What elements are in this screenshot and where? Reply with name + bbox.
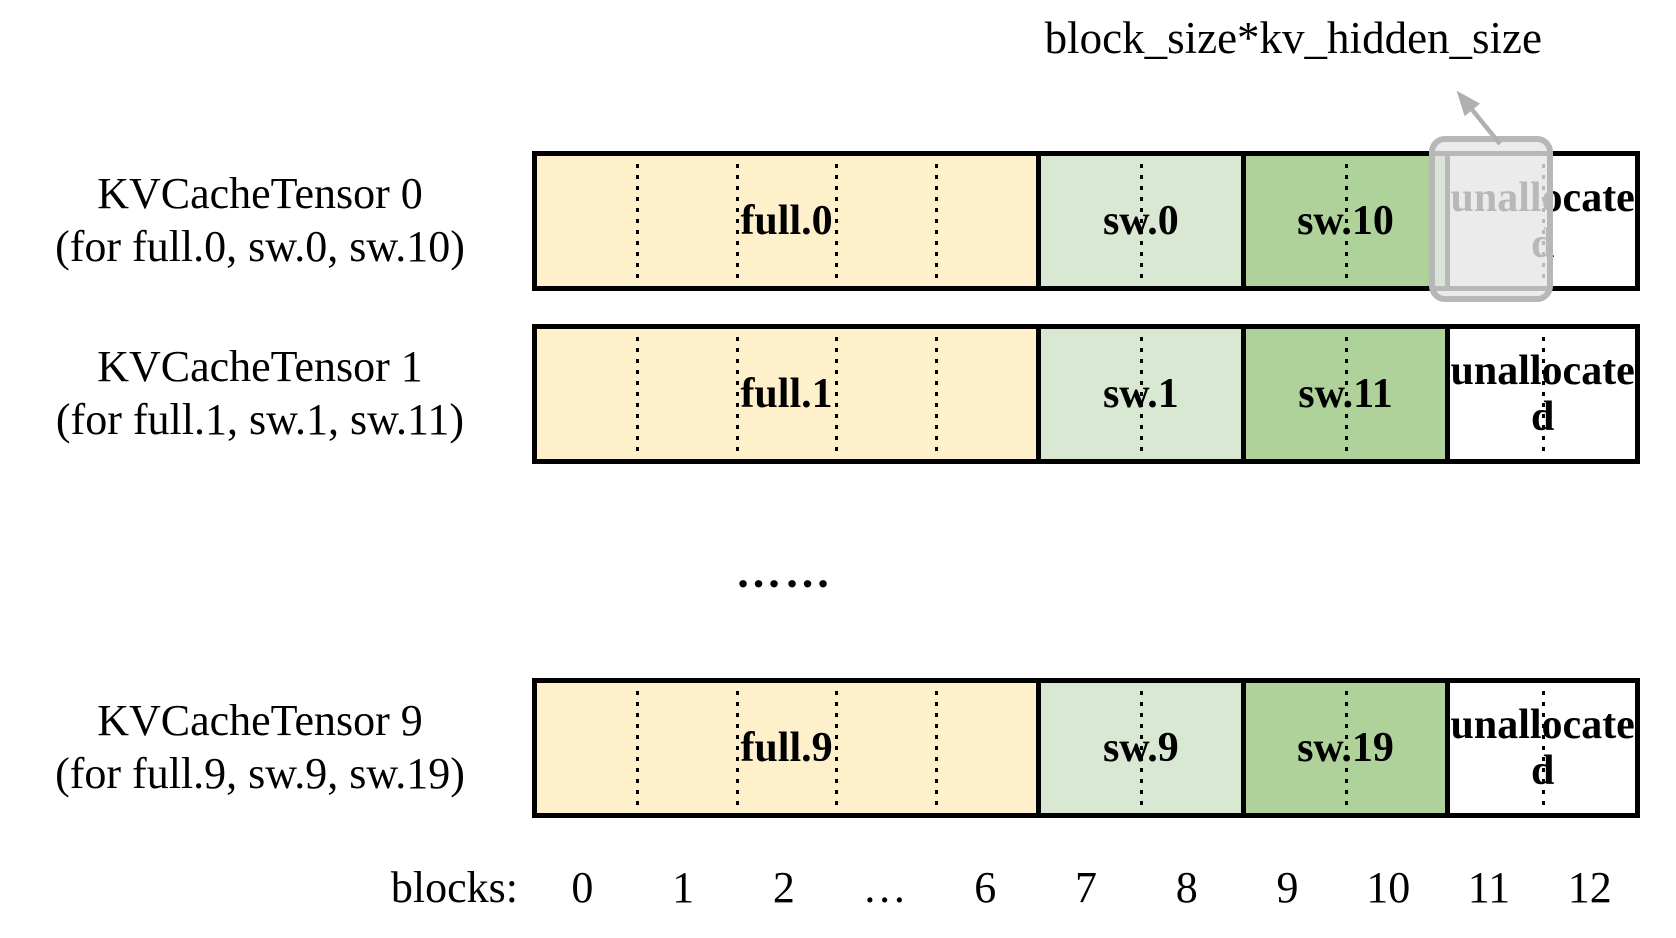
block-divider [935,337,939,451]
segment-sw-early: sw.0 [1036,156,1241,286]
row-subtitle: (for full.0, sw.0, sw.10) [55,222,465,271]
segment-sw-late: sw.19 [1240,683,1446,813]
axis-tick: 7 [1075,862,1098,912]
block-divider [635,337,639,451]
segment-sw-late: sw.10 [1240,156,1446,286]
axis-tick: 0 [571,862,594,912]
segment-sw-early: sw.1 [1036,329,1241,459]
separator-ellipsis: …… [735,546,834,597]
block-divider [835,337,839,451]
block-size-annotation: block_size*kv_hidden_size [1044,13,1542,63]
row-subtitle: (for full.1, sw.1, sw.11) [55,395,465,444]
block-divider [935,164,939,278]
block-divider [1344,164,1348,278]
segment-unallocated: unallocated [1445,683,1635,813]
segment-full: full.1 [537,329,1037,459]
row-label-tensor-1: KVCacheTensor 1 (for full.1, sw.1, sw.11… [14,324,506,464]
row-title: KVCacheTensor 9 [97,696,423,746]
block-divider [1139,337,1143,451]
highlighted-block-outline [1429,136,1553,302]
axis-tick: 2 [772,862,795,912]
row-title: KVCacheTensor 0 [97,169,423,219]
block-divider [935,691,939,805]
segment-label: full.9 [740,724,833,771]
kv-cache-bar-9: full.9 sw.9 sw.19 unallocated [532,678,1640,818]
block-divider [1139,691,1143,805]
block-divider [735,164,739,278]
block-divider [1344,337,1348,451]
segment-sw-late: sw.11 [1240,329,1446,459]
block-divider [735,337,739,451]
row-label-tensor-9: KVCacheTensor 9 (for full.9, sw.9, sw.19… [14,678,506,818]
block-divider [835,164,839,278]
axis-tick: … [862,862,907,912]
segment-label: full.0 [740,197,833,244]
blocks-axis-label: blocks: [390,862,518,912]
block-divider [735,691,739,805]
axis-tick: 9 [1276,862,1299,912]
block-divider [1541,337,1545,451]
axis-tick: 12 [1567,862,1612,912]
axis-tick: 1 [672,862,695,912]
segment-sw-early: sw.9 [1036,683,1241,813]
block-divider [835,691,839,805]
axis-tick: 6 [974,862,997,912]
blocks-axis: 0 1 2 … 6 7 8 9 10 11 12 [532,852,1640,922]
row-label-tensor-0: KVCacheTensor 0 (for full.0, sw.0, sw.10… [14,151,506,291]
segment-full: full.9 [537,683,1037,813]
row-title: KVCacheTensor 1 [97,342,423,392]
segment-unallocated: unallocated [1445,329,1635,459]
segment-full: full.0 [537,156,1037,286]
block-divider [635,164,639,278]
segment-label: full.1 [740,370,833,417]
block-divider [1541,691,1545,805]
axis-tick: 8 [1175,862,1198,912]
block-divider [1344,691,1348,805]
axis-tick: 10 [1366,862,1411,912]
row-subtitle: (for full.9, sw.9, sw.19) [55,749,465,798]
block-divider [1139,164,1143,278]
kv-cache-bar-1: full.1 sw.1 sw.11 unallocated [532,324,1640,464]
axis-tick: 11 [1467,862,1511,912]
block-divider [635,691,639,805]
